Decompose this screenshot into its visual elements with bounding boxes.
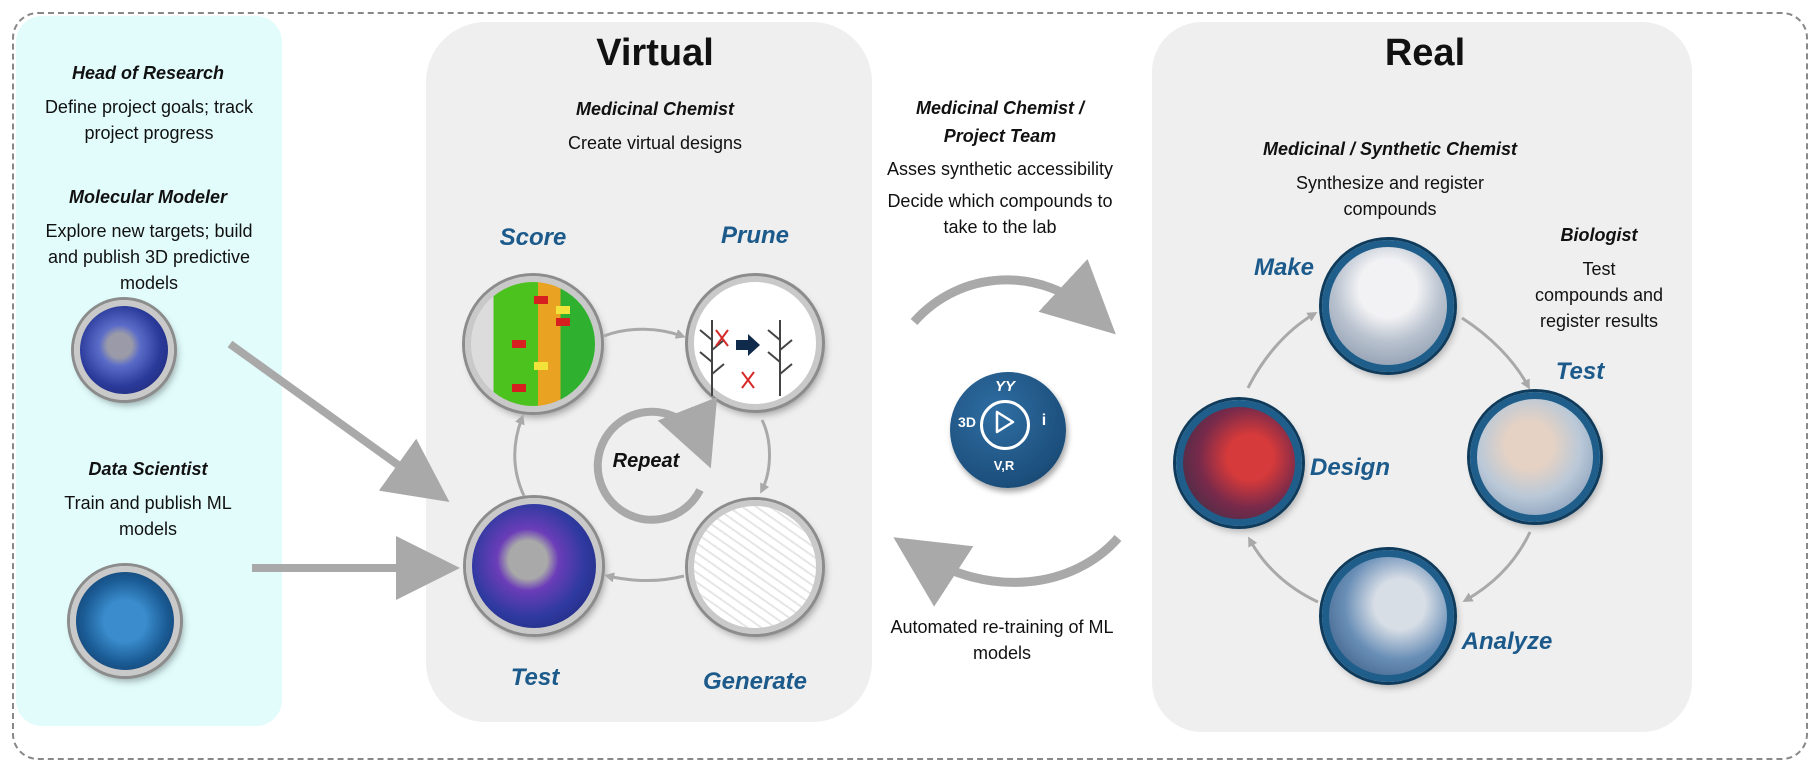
role-molecular-modeler: Molecular Modeler [68,187,228,207]
platform-logo[interactable]: YY 3D i V,R [950,372,1066,488]
stage-test-real: Test [1555,358,1605,385]
make-lab-photo [1322,240,1454,372]
play-icon [980,400,1030,450]
real-to-virtual-arrow [893,535,1122,607]
role-data-scientist-desc: Train and publish ML models [64,493,232,539]
logo-bottom: V,R [993,458,1015,473]
molecule-model-image [74,300,174,400]
repeat-cycle-arrow [593,397,718,524]
real-desc: Synthesize and register compounds [1295,173,1485,219]
prune-arrow-icon [736,334,760,356]
dashed-frame [12,12,1808,760]
middle-desc-1: Asses synthetic accessibility [886,159,1114,179]
middle-bottom-text: Automated re-training of ML models [890,617,1114,663]
role-data-scientist: Data Scientist [88,459,208,479]
virtual-to-real-arrow [910,259,1116,335]
virtual-title: Virtual [596,32,714,74]
virtual-desc: Create virtual designs [567,133,743,153]
role-head-of-research-desc: Define project goals; track project prog… [44,97,254,143]
test-lab-photo [1470,392,1600,522]
biologist-desc: Test compounds and register results [1534,259,1664,331]
stage-test-virtual: Test [510,664,560,691]
logo-left: 3D [958,414,976,430]
test-to-analyze-arrow [1462,531,1532,602]
test-to-score-arrow [513,414,526,497]
middle-desc-2: Decide which compounds to take to the la… [887,191,1113,237]
test-molecule-image [466,498,602,634]
real-title: Real [1384,32,1466,74]
score-heatmap-cells [512,296,570,392]
stage-analyze: Analyze [1461,628,1553,655]
middle-role-line1: Medicinal Chemist / [915,98,1085,118]
analyze-to-design-arrow [1248,536,1319,604]
real-role: Medicinal / Synthetic Chemist [1262,139,1518,159]
biologist-role: Biologist [1560,225,1638,245]
prune-to-generate-arrow [760,419,771,494]
design-to-make-arrow [1246,311,1318,389]
stage-prune: Prune [720,222,789,249]
logo-top: YY [994,378,1015,395]
modeler-to-test-arrow [227,340,450,503]
stage-design: Design [1309,454,1390,481]
make-to-test-arrow [1461,316,1530,390]
score-heatmap-image [465,276,601,412]
middle-role-line2: Project Team [943,126,1057,146]
prune-tree-icon [699,320,793,396]
generate-structures-image [688,500,822,634]
score-to-prune-arrow [603,327,686,339]
generate-to-test-arrow [604,572,685,583]
ml-circuit-image [70,566,180,676]
stage-generate: Generate [702,668,808,695]
virtual-role: Medicinal Chemist [575,99,735,119]
analyze-screen-photo [1322,550,1454,682]
role-head-of-research: Head of Research [71,63,225,83]
stage-make: Make [1253,254,1315,281]
prune-tree-image [688,276,822,410]
role-molecular-modeler-desc: Explore new targets; build and publish 3… [45,221,253,293]
logo-right: i [1041,412,1047,429]
stage-score: Score [499,224,567,251]
design-screen-photo [1176,400,1302,526]
